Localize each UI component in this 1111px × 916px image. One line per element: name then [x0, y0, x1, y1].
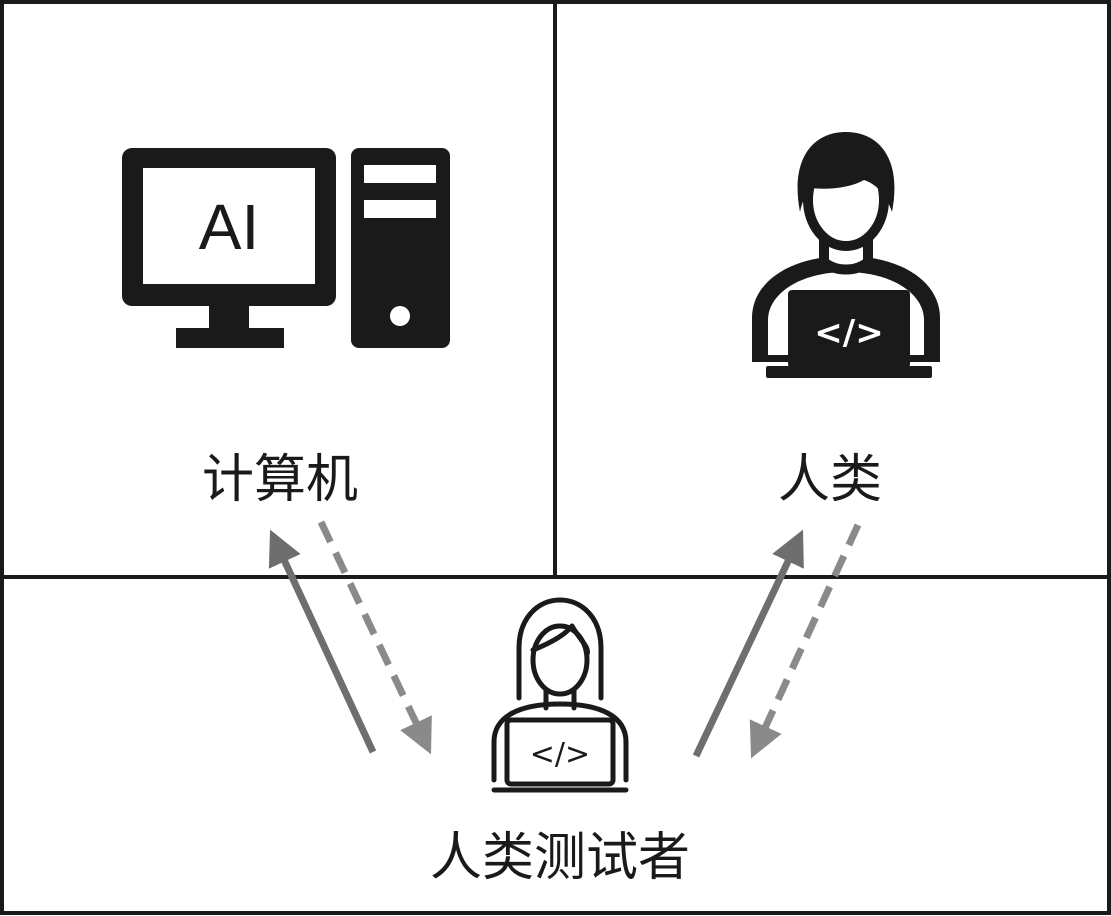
monitor-base	[176, 328, 284, 348]
screen-ai-text: AI	[199, 191, 259, 263]
arrow-tester-to-computer	[268, 529, 377, 754]
arrow-human-to-tester	[749, 523, 862, 759]
computer-icon: AI	[122, 148, 450, 348]
monitor-neck	[209, 306, 249, 330]
tower-power-button	[390, 306, 410, 326]
human-icon: </>	[752, 132, 940, 378]
tester-body	[491, 701, 629, 783]
tester-code-symbol: </>	[530, 737, 590, 772]
tester-hair	[516, 597, 604, 701]
arrow-computer-to-tester	[317, 520, 432, 755]
tower-bay-1	[364, 165, 436, 183]
human-hair	[797, 132, 895, 212]
tower-bay-2	[364, 200, 436, 218]
monitor-screen	[143, 168, 315, 284]
tester-bangs	[530, 623, 590, 657]
tester-label: 人类测试者	[429, 828, 690, 888]
human-laptop-base	[766, 366, 932, 378]
arrow-tester-to-human	[692, 529, 804, 758]
tester-icon	[491, 597, 629, 793]
computer-label: 计算机	[201, 450, 358, 510]
human-label: 人类	[777, 450, 882, 510]
human-code-symbol: </>	[814, 313, 883, 353]
tower-case	[351, 148, 450, 348]
human-laptop-screen	[788, 290, 910, 368]
tester-laptop-screen	[504, 717, 616, 787]
